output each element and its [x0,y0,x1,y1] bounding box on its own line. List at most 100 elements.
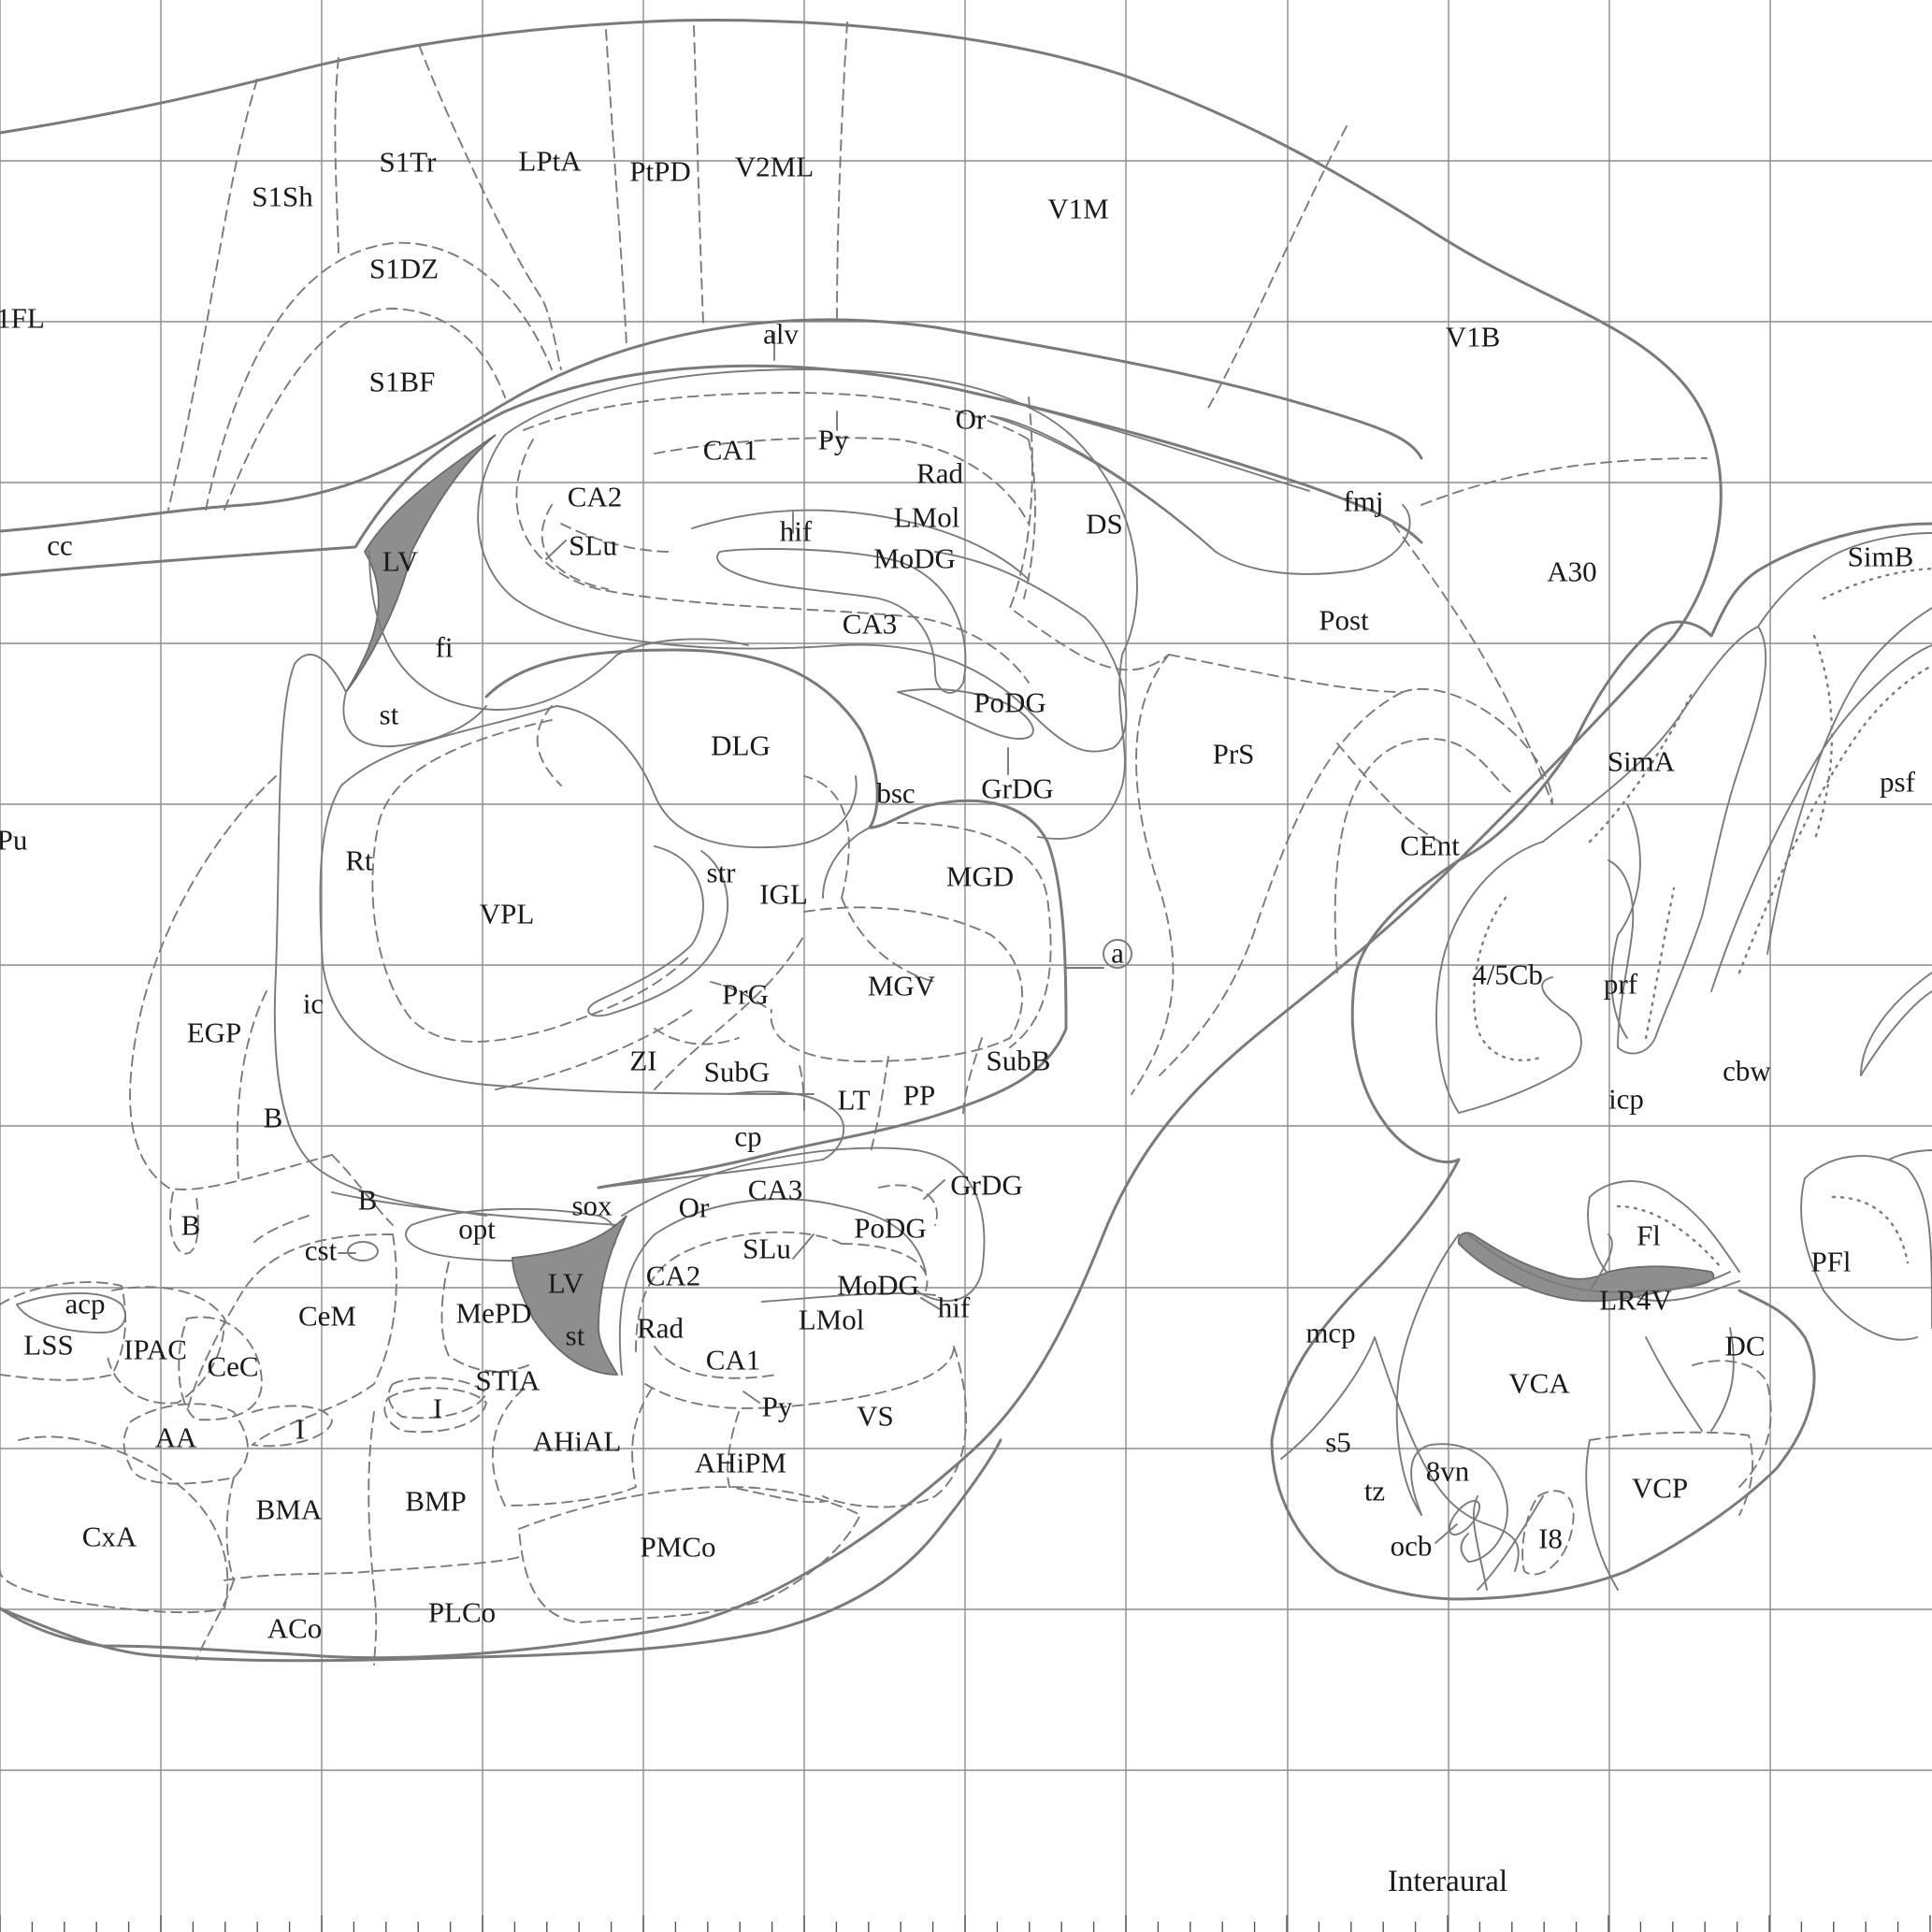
label-hif-top: hif [780,515,813,548]
igl-boundary [536,705,850,899]
mgd-boundary [841,822,1052,1048]
basal-nucleus-boundary [169,990,267,1255]
label-icp: icp [1608,1083,1644,1116]
label-v1m: V1M [1047,193,1108,225]
label-st-bot: st [566,1319,585,1352]
cec-boundary [178,1316,263,1421]
label-i2: I [433,1392,442,1425]
label-lv-top: LV [382,545,419,578]
sox-line [331,1191,618,1226]
label-subg: SubG [704,1056,771,1089]
mgd-mgv-outline [822,827,871,899]
hippocampal-fissure [691,509,1030,581]
corpus-callosum-lower [0,364,1423,577]
label-fl: Fl [1636,1219,1661,1252]
boundary-s1tr-s1sh [334,57,339,253]
cerebellum-outline [1350,522,1932,1164]
label-b2: B [358,1184,378,1217]
i-nucleus-left [252,1405,333,1448]
label-ahipm: AHiPM [695,1447,786,1479]
label-lmol-top: LMol [894,501,960,534]
folium-psf-dotted [1737,664,1932,974]
label-mgv: MGV [868,970,936,1002]
label-acp: acp [65,1288,105,1320]
vs-boundary [822,1346,968,1508]
boundary-cent-prs [1159,691,1404,1076]
label-str: str [707,857,737,889]
label-dc: DC [1724,1330,1765,1362]
folium-sima [1542,626,1767,1055]
boundary-prs-ventral [1131,654,1175,1095]
aco-plco-boundary [195,1556,520,1661]
boundary-v2ml-v1m [836,22,848,319]
ventral-leader-hif [920,1297,941,1310]
label-s1dz: S1DZ [369,252,439,285]
cxa-boundary [0,1435,229,1614]
label-lr4v: LR4V [1599,1284,1672,1317]
label-a: a [1111,937,1124,970]
8vn-tract [1410,1443,1508,1563]
bma-boundary [223,1477,375,1581]
slu-leader-top [545,540,567,560]
label-lt: LT [837,1084,870,1117]
label-modg-top: MoDG [873,542,956,575]
boundary-s1tr-lpta [418,44,562,370]
label-or-top: Or [956,403,987,436]
vcp-outer [1585,1439,1619,1591]
label-v2ml: V2ML [735,151,814,183]
label-podg-top: PoDG [973,686,1046,719]
label-psf: psf [1880,766,1916,799]
label-slu-bot: SLu [743,1233,791,1265]
lateral-ventricle-ventral[interactable] [512,1215,627,1376]
label-py-top: Py [818,424,849,456]
ventral-leader-py [743,1391,760,1404]
label-ic: ic [303,988,324,1020]
label-prs: PrS [1213,738,1255,771]
label-subb: SubB [987,1045,1051,1077]
anterior-commissure-acp [16,1292,126,1334]
folium-simb-dotted [1812,567,1932,843]
label-vs: VS [857,1400,894,1433]
label-fmj: fmj [1343,485,1383,518]
label-s1fl: 1FL [0,302,45,335]
ocb-leader [1435,1523,1458,1544]
hippocampus-dorsal-outer [477,434,1128,753]
folium-4-5cb [1435,841,1582,1114]
boundary-ds [1009,396,1170,671]
label-a30: A30 [1547,555,1596,588]
label-simb: SimB [1848,541,1914,573]
label-tz: tz [1364,1475,1385,1507]
label-stia: STIA [476,1364,541,1397]
label-cent: CEnt [1400,829,1460,862]
hippocampus-or-layer [523,392,1030,440]
label-rad-bot: Rad [637,1312,684,1345]
ventral-hippocampus-fissure [761,1292,936,1303]
folium-prf [1610,803,1641,1039]
label-post: Post [1319,604,1369,637]
folium-pfl-inner [1888,1149,1932,1161]
ventral-leader-grdg [923,1179,945,1200]
tz-boundary [1472,1495,1544,1591]
folium-simb [1757,532,1932,627]
ventral-hippocampus-ca [618,1198,927,1376]
subg-boundary [654,934,805,1114]
label-hif-bot: hif [938,1291,971,1324]
label-lmol-bot: LMol [799,1304,865,1336]
label-v1b: V1B [1446,321,1501,353]
pp-boundary [869,1037,983,1156]
label-sima: SimA [1608,745,1676,778]
label-rad-top: Rad [916,457,963,490]
label-egp: EGP [187,1016,242,1049]
aa-boundary [123,1403,249,1485]
label-zi: ZI [629,1045,656,1077]
bmp-boundary [368,1411,378,1665]
cortex-dorsal-surface [0,19,1723,1660]
label-vpl: VPL [480,898,535,930]
podg-limb [897,688,1034,740]
label-s1bf: S1BF [369,366,436,398]
label-cbw: cbw [1723,1055,1771,1088]
region-labels: 1FL S1Sh S1Tr LPtA PtPD V2ML V1M S1DZ S1… [0,145,1916,1645]
lateral-recess-4v[interactable] [1457,1232,1715,1303]
